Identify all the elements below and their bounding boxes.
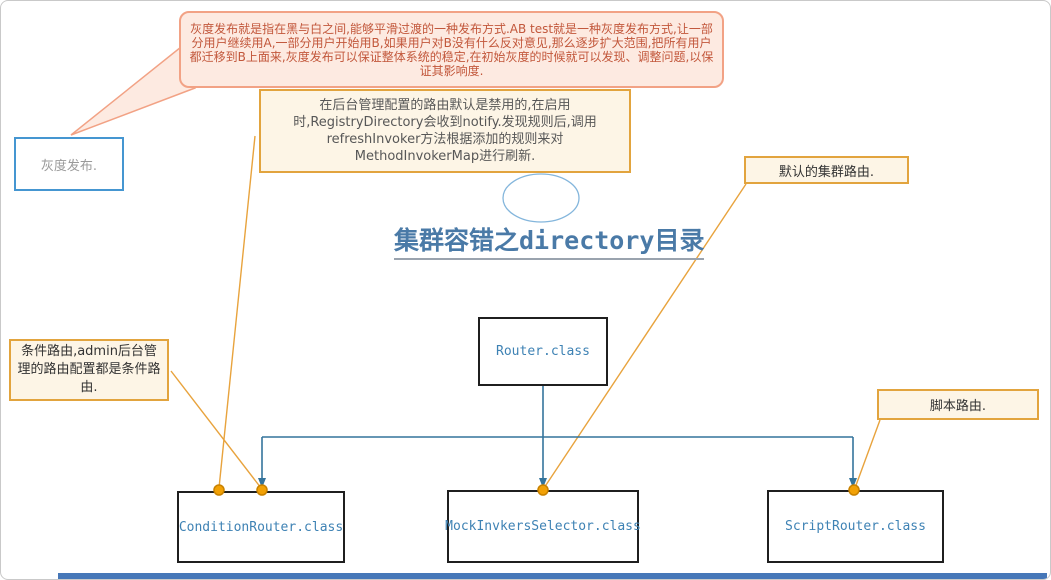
callout-gray-release-text: 灰度发布就是指在黑与白之间,能够平滑过渡的一种发布方式.AB test就是一种灰…	[189, 21, 714, 78]
node-script-router-class[interactable]: ScriptRouter.class	[767, 490, 944, 563]
arrowhead-middle	[539, 478, 547, 488]
callout-registry-directory-text: 在后台管理配置的路由默认是禁用的,在启用时,RegistryDirectory会…	[293, 98, 597, 164]
node-script-router-label: ScriptRouter.class	[785, 519, 926, 534]
callout-default-cluster-route[interactable]: 默认的集群路由.	[744, 156, 909, 184]
callout-condition-route[interactable]: 条件路由,admin后台管理的路由配置都是条件路由.	[9, 339, 169, 401]
page-title: 集群容错之directory目录	[394, 221, 705, 260]
node-mock-invokers-selector-label: MockInvkersSelector.class	[445, 519, 641, 534]
node-mock-invokers-selector-class[interactable]: MockInvkersSelector.class	[445, 490, 641, 563]
ellipse-shape[interactable]	[502, 173, 580, 223]
callout-tail	[70, 45, 196, 136]
node-router-class[interactable]: Router.class	[478, 317, 608, 386]
callout-condition-route-text: 条件路由,admin后台管理的路由配置都是条件路由.	[17, 344, 161, 395]
connector-script-note	[854, 419, 881, 489]
callout-registry-directory-note[interactable]: 在后台管理配置的路由默认是禁用的,在启用时,RegistryDirectory会…	[259, 89, 631, 173]
node-condition-router-label: ConditionRouter.class	[178, 519, 344, 535]
connector-condition-note	[170, 370, 262, 489]
arrowhead-right	[849, 478, 857, 488]
callout-default-cluster-route-text: 默认的集群路由.	[778, 164, 875, 180]
bottom-partial-bar	[58, 573, 1047, 579]
callout-gray-release-note[interactable]: 灰度发布就是指在黑与白之间,能够平滑过渡的一种发布方式.AB test就是一种灰…	[179, 11, 724, 88]
node-gray-release-label: 灰度发布.	[40, 158, 98, 174]
arrowhead-left	[258, 478, 266, 488]
node-gray-release[interactable]: 灰度发布.	[14, 137, 124, 191]
connector-registry-to-condition-router	[218, 135, 256, 489]
callout-script-route[interactable]: 脚本路由.	[877, 389, 1039, 420]
node-router-class-label: Router.class	[496, 344, 590, 359]
callout-script-route-text: 脚本路由.	[929, 399, 987, 414]
node-condition-router-class[interactable]: ConditionRouter.class	[177, 491, 345, 563]
